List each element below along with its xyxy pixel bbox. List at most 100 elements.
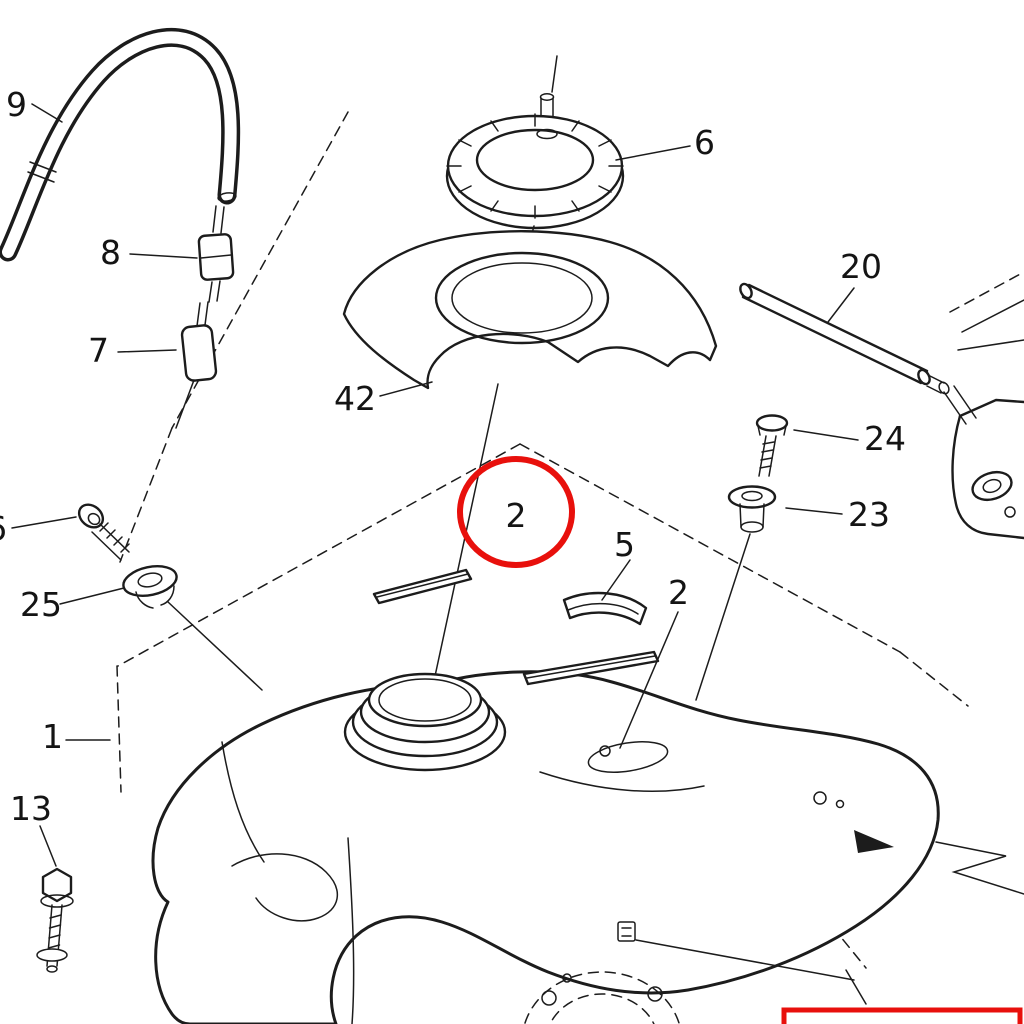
bracket-pin	[1004, 506, 1016, 518]
strip-a-outline	[372, 568, 473, 605]
tank-seam-bottom	[347, 837, 355, 1024]
tank-fin-mark	[854, 830, 894, 853]
guide-dash-upper-left	[171, 111, 349, 429]
grommet23-bottom	[740, 521, 764, 533]
bolt-threads	[47, 914, 62, 959]
part-label-5[interactable]: 5	[614, 525, 635, 564]
grommet25-flange	[122, 564, 178, 598]
hose-end-opening	[217, 192, 237, 202]
cap-inner-plateau	[475, 128, 595, 192]
part-label-9[interactable]: 9	[6, 85, 27, 124]
hose-outline	[0, 27, 241, 262]
rod-link-1	[943, 391, 967, 425]
part-label-20[interactable]: 20	[840, 247, 882, 286]
cap-vent-top	[539, 93, 555, 101]
screwL-shaft	[91, 523, 130, 561]
cap-stem-base	[536, 128, 558, 140]
part-label-1[interactable]: 1	[42, 717, 63, 756]
grommet-23	[695, 485, 777, 701]
grommet23-body	[739, 503, 765, 528]
grommet23-hole	[741, 490, 763, 502]
right-edge-parts	[943, 299, 1024, 540]
grommet25-body	[135, 585, 175, 609]
grommet25-hole	[137, 572, 163, 588]
guide-dash-vertical	[116, 665, 122, 793]
hose-fitting	[175, 301, 218, 429]
part-label-23[interactable]: 23	[848, 495, 890, 534]
bolt-hex-head	[41, 867, 73, 903]
screw24-shaft	[758, 435, 777, 477]
part-label-6[interactable]: 6	[694, 123, 715, 162]
tank-detail-circle-1	[813, 791, 827, 805]
part-label-24[interactable]: 24	[864, 419, 906, 458]
tank-mount-pad	[587, 741, 669, 773]
part-label-13[interactable]: 13	[10, 789, 52, 828]
filler-neck	[343, 672, 507, 772]
bracket-hole	[971, 470, 1013, 502]
part-label-7[interactable]: 7	[88, 331, 109, 370]
leader-7	[117, 349, 177, 353]
hose-joint	[197, 205, 235, 303]
hose-fill	[2, 31, 237, 258]
leader-5	[601, 559, 631, 601]
part-label-2b[interactable]: 2	[668, 573, 689, 612]
pump-ring-inner	[549, 993, 655, 1024]
rod-tip-cap	[938, 381, 950, 395]
clamp-detail	[621, 927, 632, 937]
rod-end-left	[739, 282, 753, 300]
hose-clamp-mark-1	[29, 161, 57, 173]
rod-link-2	[953, 385, 977, 419]
pump-bolt-hole-2	[647, 986, 663, 1002]
fitting-stem	[196, 301, 209, 327]
tank-seam-mid	[539, 771, 705, 792]
leader-42	[379, 381, 433, 397]
pump-bolt-hole-1	[541, 990, 557, 1006]
tank-tail-lines	[935, 841, 1024, 895]
leader-25	[59, 587, 125, 605]
tank-outline	[151, 670, 940, 1024]
fitting-tail-line	[175, 379, 195, 429]
part-label-8[interactable]: 8	[100, 233, 121, 272]
leader-8	[129, 253, 198, 259]
leader-left-partial	[11, 516, 77, 529]
guide-dash-top-right	[949, 271, 1024, 313]
bracket-top	[958, 398, 1024, 418]
panel-opening-inner	[451, 262, 593, 334]
screw24-head	[755, 414, 789, 432]
leader-lines	[11, 103, 859, 867]
strip-b-outline	[522, 650, 660, 686]
guide-dash-diamond-right	[519, 443, 901, 653]
cap-top-leader	[551, 55, 558, 93]
joint-lower-stem	[208, 280, 221, 303]
screwL-threads	[99, 522, 130, 553]
screw-24	[755, 414, 789, 477]
part-label-25[interactable]: 25	[20, 585, 62, 624]
part-label-42[interactable]: 42	[334, 379, 376, 418]
hose-clamp-mark-2	[27, 171, 55, 183]
part-label-2-circled[interactable]: 2	[506, 496, 527, 535]
cap-cover-panel	[342, 230, 718, 691]
strip-5-line	[567, 602, 639, 615]
part-label-left-partial[interactable]: 6	[0, 509, 7, 548]
strip-a-line	[376, 573, 469, 598]
tank-detail-circle-2	[835, 799, 845, 809]
screwL-head-inner	[87, 512, 101, 526]
leader-13	[39, 825, 57, 867]
leader-6	[615, 145, 691, 161]
highlight-box	[781, 1007, 1023, 1024]
rod-end-right	[917, 368, 931, 386]
panel-opening-outer	[434, 251, 610, 345]
panel-outline	[342, 230, 718, 390]
breather-hose	[0, 27, 241, 262]
fuel-tank	[151, 670, 1024, 1024]
clamp-leader-line	[635, 939, 855, 981]
edge-line-2	[957, 339, 1024, 351]
fitting-body	[180, 324, 218, 382]
bolt-washer	[36, 948, 68, 962]
bracket-hole-inner	[982, 478, 1002, 494]
grommet25-axis-line	[167, 601, 263, 691]
rod-body	[741, 283, 929, 385]
pump-ring	[523, 921, 867, 1024]
guide-dash-diamond-left	[117, 443, 521, 667]
